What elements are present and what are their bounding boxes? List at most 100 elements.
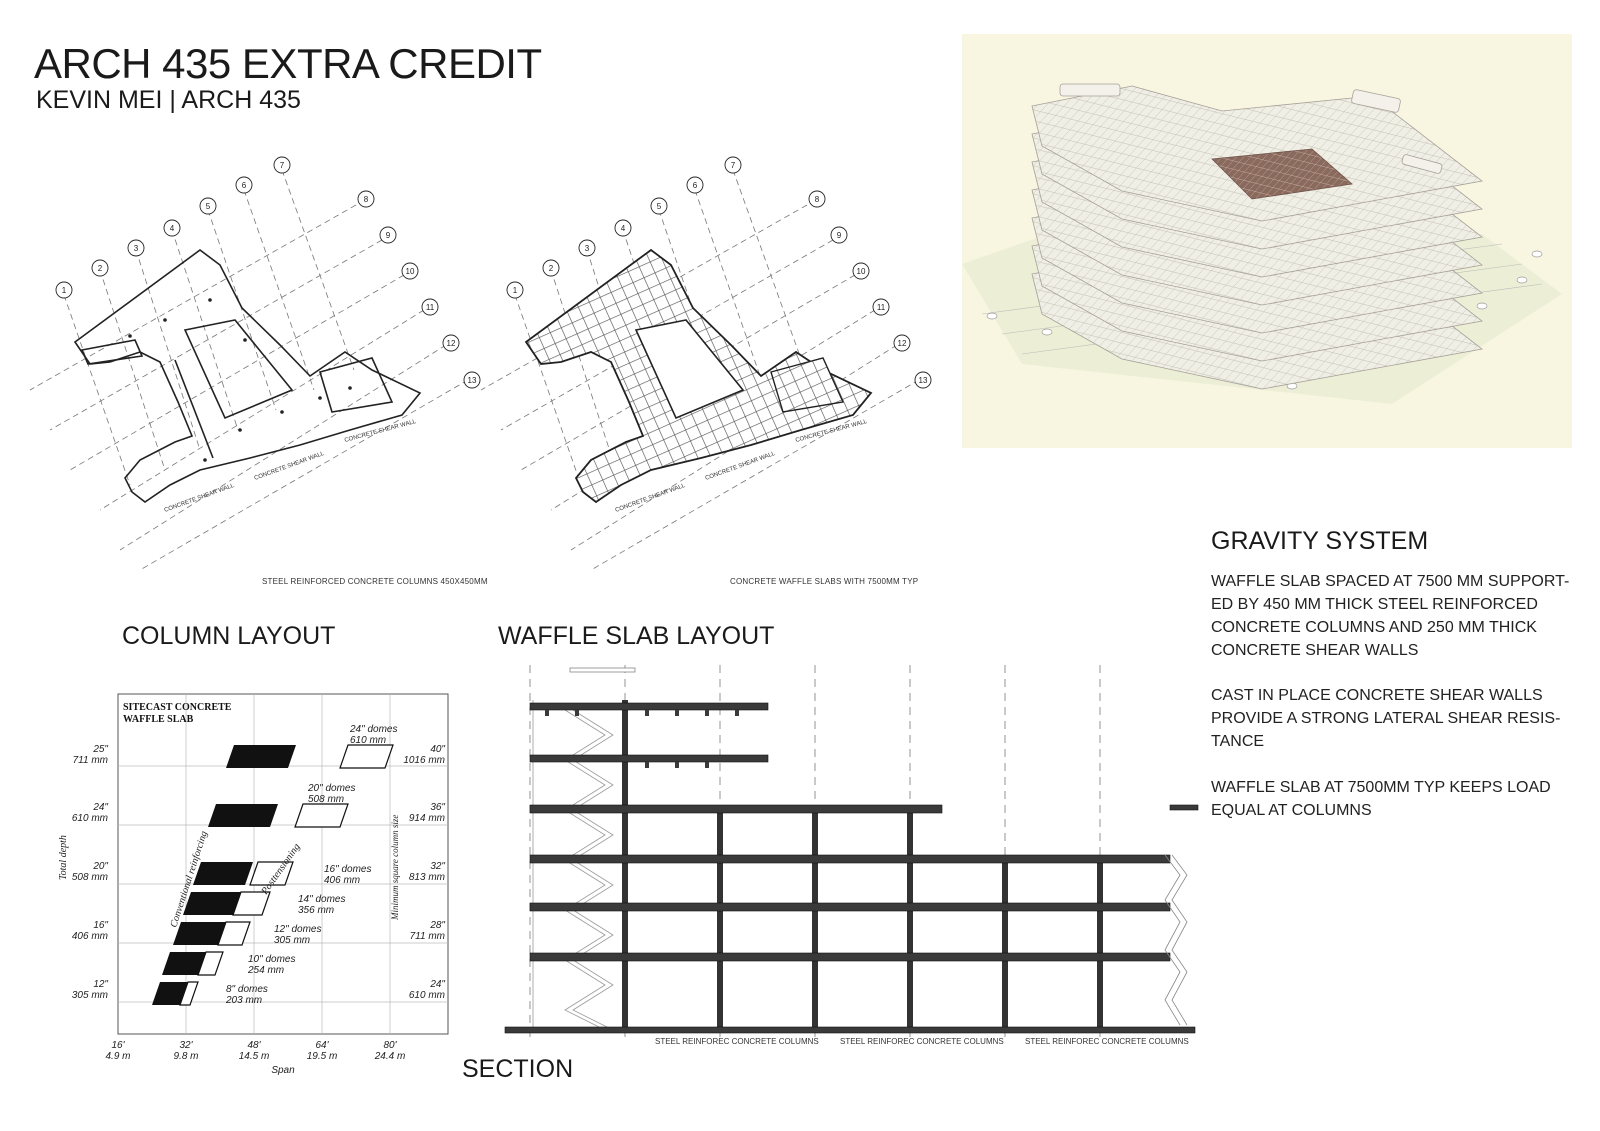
grid-bubble-4: 4 [621, 224, 626, 233]
x-tick-ft: 64' [315, 1040, 329, 1051]
dome-label: 12" domes [274, 924, 321, 935]
left-tick-in: 16" [93, 920, 108, 931]
dome-label: 20" domes [307, 783, 355, 794]
dome-label: 14" domes [298, 894, 345, 905]
x-tick-ft: 80' [383, 1040, 397, 1051]
dome-mm: 305 mm [274, 935, 310, 946]
right-tick-in: 32" [430, 861, 445, 872]
section-column-label: STEEL REINFOREC CONCRETE COLUMNS [840, 1037, 1004, 1046]
dome-mm: 610 mm [350, 735, 386, 746]
waffle-plan-caption: CONCRETE WAFFLE SLABS WITH 7500MM TYP [730, 577, 919, 586]
gravity-heading: GRAVITY SYSTEM [1211, 527, 1429, 555]
right-tick-in: 24" [429, 979, 445, 990]
right-tick-mm: 610 mm [409, 990, 445, 1001]
left-tick-in: 24" [92, 802, 108, 813]
x-tick-ft: 48' [247, 1040, 261, 1051]
grid-bubble-9: 9 [837, 231, 842, 240]
left-tick-in: 20" [92, 861, 108, 872]
page-subtitle: KEVIN MEI | ARCH 435 [36, 86, 301, 114]
building-section: STEEL REINFOREC CONCRETE COLUMNS STEEL R… [504, 665, 1199, 1046]
column-layout-heading: COLUMN LAYOUT [122, 622, 336, 650]
axonometric-drawing [962, 83, 1562, 404]
shear-wall-label: CONCRETE SHEAR WALL [705, 451, 777, 482]
axonometric-panel [962, 34, 1572, 448]
column-plan: CONCRETE SHEAR WALL CONCRETE SHEAR WALL … [29, 156, 481, 571]
grid-bubble-7: 7 [280, 161, 285, 170]
gravity-paragraph-3: WAFFLE SLAB AT 7500MM TYP KEEPS LOAD EQU… [1211, 779, 1551, 819]
shear-wall-label: CONCRETE SHEAR WALL [615, 483, 687, 514]
right-tick-mm: 1016 mm [403, 755, 445, 766]
grid-bubble-5: 5 [206, 202, 211, 211]
section-heading: SECTION [462, 1055, 574, 1083]
dome-mm: 508 mm [308, 794, 344, 805]
column-plan-caption: STEEL REINFORCED CONCRETE COLUMNS 450X45… [262, 577, 488, 586]
x-tick-ft: 16' [111, 1040, 125, 1051]
right-tick-in: 36" [430, 802, 445, 813]
shear-wall-label: CONCRETE SHEAR WALL [254, 451, 326, 482]
x-axis-label: Span [271, 1065, 295, 1076]
grid-bubble-11: 11 [426, 303, 435, 312]
left-tick-in: 25" [92, 744, 108, 755]
waffle-plan: CONCRETE SHEAR WALL CONCRETE SHEAR WALL … [480, 156, 932, 571]
shear-wall-label: CONCRETE SHEAR WALL [164, 483, 236, 514]
left-tick-mm: 406 mm [72, 931, 108, 942]
grid-bubble-10: 10 [406, 267, 415, 276]
waffle-span-chart: SITECAST CONCRETE WAFFLE SLAB 24" domes … [58, 693, 449, 1076]
x-tick-m: 4.9 m [105, 1051, 130, 1062]
grid-bubble-7: 7 [731, 161, 736, 170]
grid-bubble-12: 12 [898, 339, 907, 348]
x-tick-m: 24.4 m [374, 1051, 406, 1062]
dome-label: 16" domes [324, 864, 371, 875]
y-axis-label: Total depth [58, 835, 69, 880]
right-tick-in: 40" [430, 744, 445, 755]
grid-bubble-1: 1 [62, 286, 67, 295]
grid-bubble-10: 10 [857, 267, 866, 276]
left-tick-mm: 610 mm [72, 813, 108, 824]
shear-wall-label: CONCRETE SHEAR WALL [344, 419, 417, 444]
plan-drawings: CONCRETE SHEAR WALL CONCRETE SHEAR WALL … [29, 156, 932, 571]
x-tick-ft: 32' [179, 1040, 193, 1051]
gravity-paragraph-1: WAFFLE SLAB SPACED AT 7500 MM SUPPORT- E… [1211, 573, 1570, 659]
dome-label: 8" domes [226, 984, 268, 995]
left-tick-in: 12" [93, 979, 108, 990]
left-tick-mm: 711 mm [73, 755, 108, 766]
section-column-label: STEEL REINFOREC CONCRETE COLUMNS [655, 1037, 819, 1046]
dome-mm: 203 mm [225, 995, 262, 1006]
grid-bubble-2: 2 [549, 264, 554, 273]
dome-mm: 254 mm [247, 965, 284, 976]
chart-title-2: WAFFLE SLAB [123, 714, 194, 725]
x-tick-m: 14.5 m [239, 1051, 270, 1062]
page-title: ARCH 435 EXTRA CREDIT [34, 40, 542, 87]
grid-bubble-6: 6 [693, 181, 698, 190]
x-tick-m: 19.5 m [307, 1051, 338, 1062]
waffle-layout-heading: WAFFLE SLAB LAYOUT [498, 622, 775, 650]
right-tick-in: 28" [429, 920, 445, 931]
section-column-label: STEEL REINFOREC CONCRETE COLUMNS [1025, 1037, 1189, 1046]
grid-bubble-13: 13 [468, 376, 477, 385]
dome-label: 24" domes [349, 724, 397, 735]
dome-label: 10" domes [248, 954, 295, 965]
grid-bubble-3: 3 [134, 244, 139, 253]
x-tick-m: 9.8 m [173, 1051, 198, 1062]
right-tick-mm: 914 mm [409, 813, 445, 824]
grid-bubble-13: 13 [919, 376, 928, 385]
left-tick-mm: 305 mm [72, 990, 108, 1001]
right-axis-label: Minimum square column size [390, 815, 400, 921]
grid-bubble-5: 5 [657, 202, 662, 211]
grid-bubble-9: 9 [386, 231, 391, 240]
dome-mm: 406 mm [324, 875, 360, 886]
grid-bubble-1: 1 [513, 286, 518, 295]
grid-bubble-2: 2 [98, 264, 103, 273]
gravity-paragraph-2: CAST IN PLACE CONCRETE SHEAR WALLS PROVI… [1211, 687, 1561, 750]
chart-title-1: SITECAST CONCRETE [123, 702, 232, 713]
dome-mm: 356 mm [298, 905, 334, 916]
grid-bubble-8: 8 [364, 195, 369, 204]
grid-bubble-3: 3 [585, 244, 590, 253]
right-tick-mm: 711 mm [410, 931, 445, 942]
left-tick-mm: 508 mm [72, 872, 108, 883]
grid-bubble-6: 6 [242, 181, 247, 190]
grid-bubble-8: 8 [815, 195, 820, 204]
grid-bubble-4: 4 [170, 224, 175, 233]
grid-bubble-11: 11 [877, 303, 886, 312]
right-tick-mm: 813 mm [409, 872, 445, 883]
